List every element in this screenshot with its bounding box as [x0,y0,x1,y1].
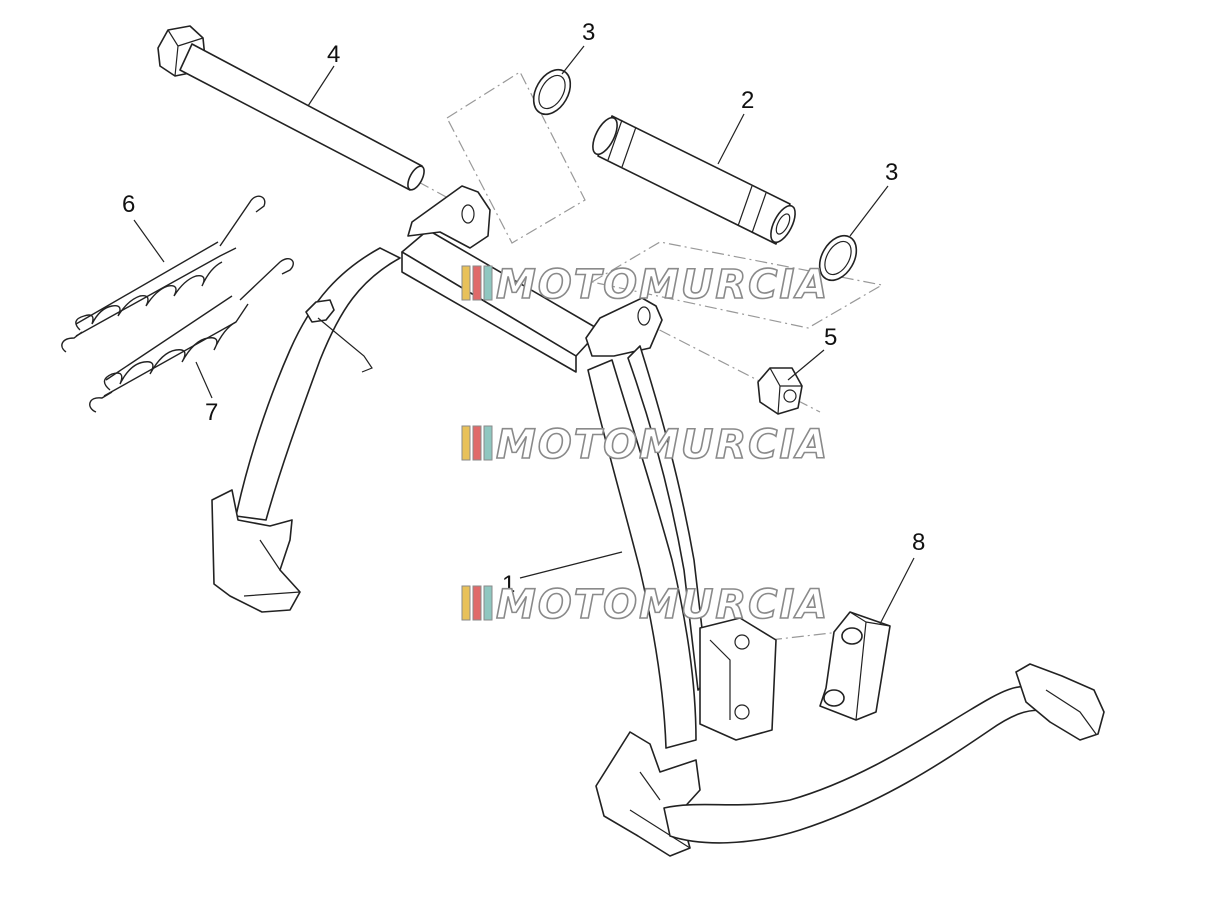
part-7-spring [89,258,294,413]
part-1-center-stand [211,185,1105,857]
callout-1: 1 [502,571,515,598]
watermark-text: MOTOMURCIA [496,582,829,628]
part-8-pad [819,611,891,721]
part-6-spring [61,195,266,353]
callout-4: 4 [327,41,340,68]
leader-8 [879,557,915,625]
callouts: 4 3 2 3 6 7 5 8 1 [122,19,925,598]
watermark-text: MOTOMURCIA [496,422,829,468]
leader-4 [307,65,335,107]
callout-8: 8 [912,529,925,556]
part-5-nut [757,367,803,415]
watermark-stripes-icon [461,425,493,461]
leader-6 [133,219,165,263]
watermark-text: MOTOMURCIA [496,262,829,308]
watermark-stripes-icon [461,265,493,301]
watermark-stripes-icon [461,585,493,621]
callout-3-top: 3 [582,19,595,46]
leader-7 [195,361,213,399]
callout-6: 6 [122,191,135,218]
part-3-washer-top [532,68,572,116]
leader-3-right [849,185,889,237]
leader-2 [717,113,745,165]
part-4-bolt [157,25,425,191]
part-2-pin [592,115,796,245]
leader-lines [133,45,915,625]
callout-3-right: 3 [885,159,898,186]
leader-1 [519,551,623,579]
watermark-3: MOTOMURCIA [461,581,829,629]
leader-5 [787,349,825,381]
callout-7: 7 [205,399,218,426]
leader-3-top [561,45,585,75]
watermark-2: MOTOMURCIA [461,421,829,469]
callout-5: 5 [824,324,837,351]
part-3-washer-right [818,234,858,282]
callout-2: 2 [741,87,754,114]
watermark-1: MOTOMURCIA [461,261,829,309]
